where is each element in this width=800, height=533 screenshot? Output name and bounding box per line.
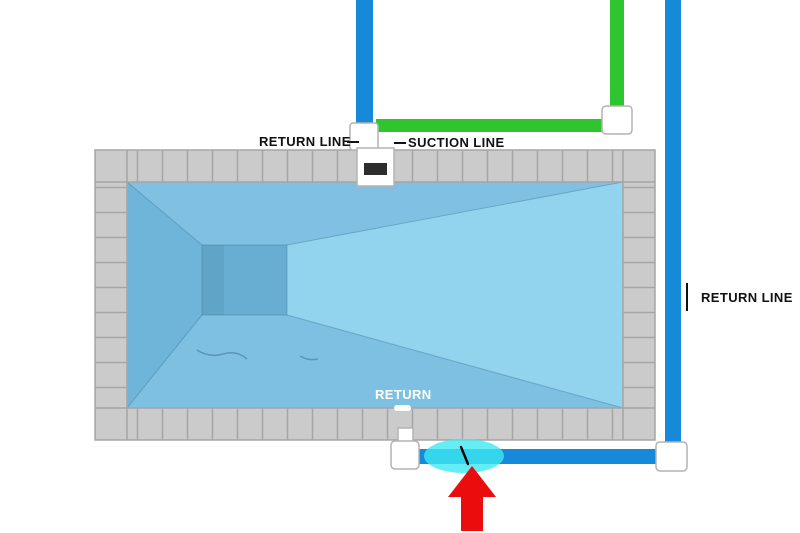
return-line-right-label: RETURN LINE [701,290,793,305]
pool-water [126,181,624,409]
return-line-top-label: RETURN LINE [259,134,351,149]
skimmer [356,147,395,187]
leak-indicator [424,439,504,531]
suction-pipe-vertical [610,0,624,110]
pool-deep-end-floor [202,245,287,315]
bottom-right-elbow-fitting [655,441,688,472]
suction-line-label: SUCTION LINE [408,135,505,150]
pool-tiles-right [622,182,655,408]
leak-crack [459,445,470,466]
pool-wall-left [127,182,202,408]
return-pipe-right-vertical [665,0,681,448]
suction-elbow-fitting [601,105,633,135]
pool-floor-shadow [202,245,224,315]
return-line-top-leader [347,141,359,143]
pool-perspective-lines [126,181,624,409]
pool-floor-cracks [196,349,319,361]
return-line-right-leader [686,283,688,311]
return-jet-fitting [394,405,411,411]
suction-pipe-horizontal [376,119,608,132]
return-pipe-top-vertical [356,0,373,127]
pool-corner-lines [95,150,655,440]
pool-wall-bottom [127,315,623,408]
skimmer-fitting [349,122,379,151]
pool-tiles-left [95,182,128,408]
suction-line-leader [394,142,406,144]
suction-line-pipe [376,0,633,135]
leak-arrow [448,466,496,531]
bottom-left-elbow-fitting [390,440,420,470]
return-jet-label: RETURN [375,387,432,402]
pool [94,149,656,441]
pool-wall-right [287,182,623,408]
pool-tiles-bottom [127,407,623,440]
skimmer-opening [364,163,387,175]
pool-wall-top [127,182,623,245]
return-line-top-pipe [349,0,379,151]
return-line-right-pipe [390,0,688,472]
